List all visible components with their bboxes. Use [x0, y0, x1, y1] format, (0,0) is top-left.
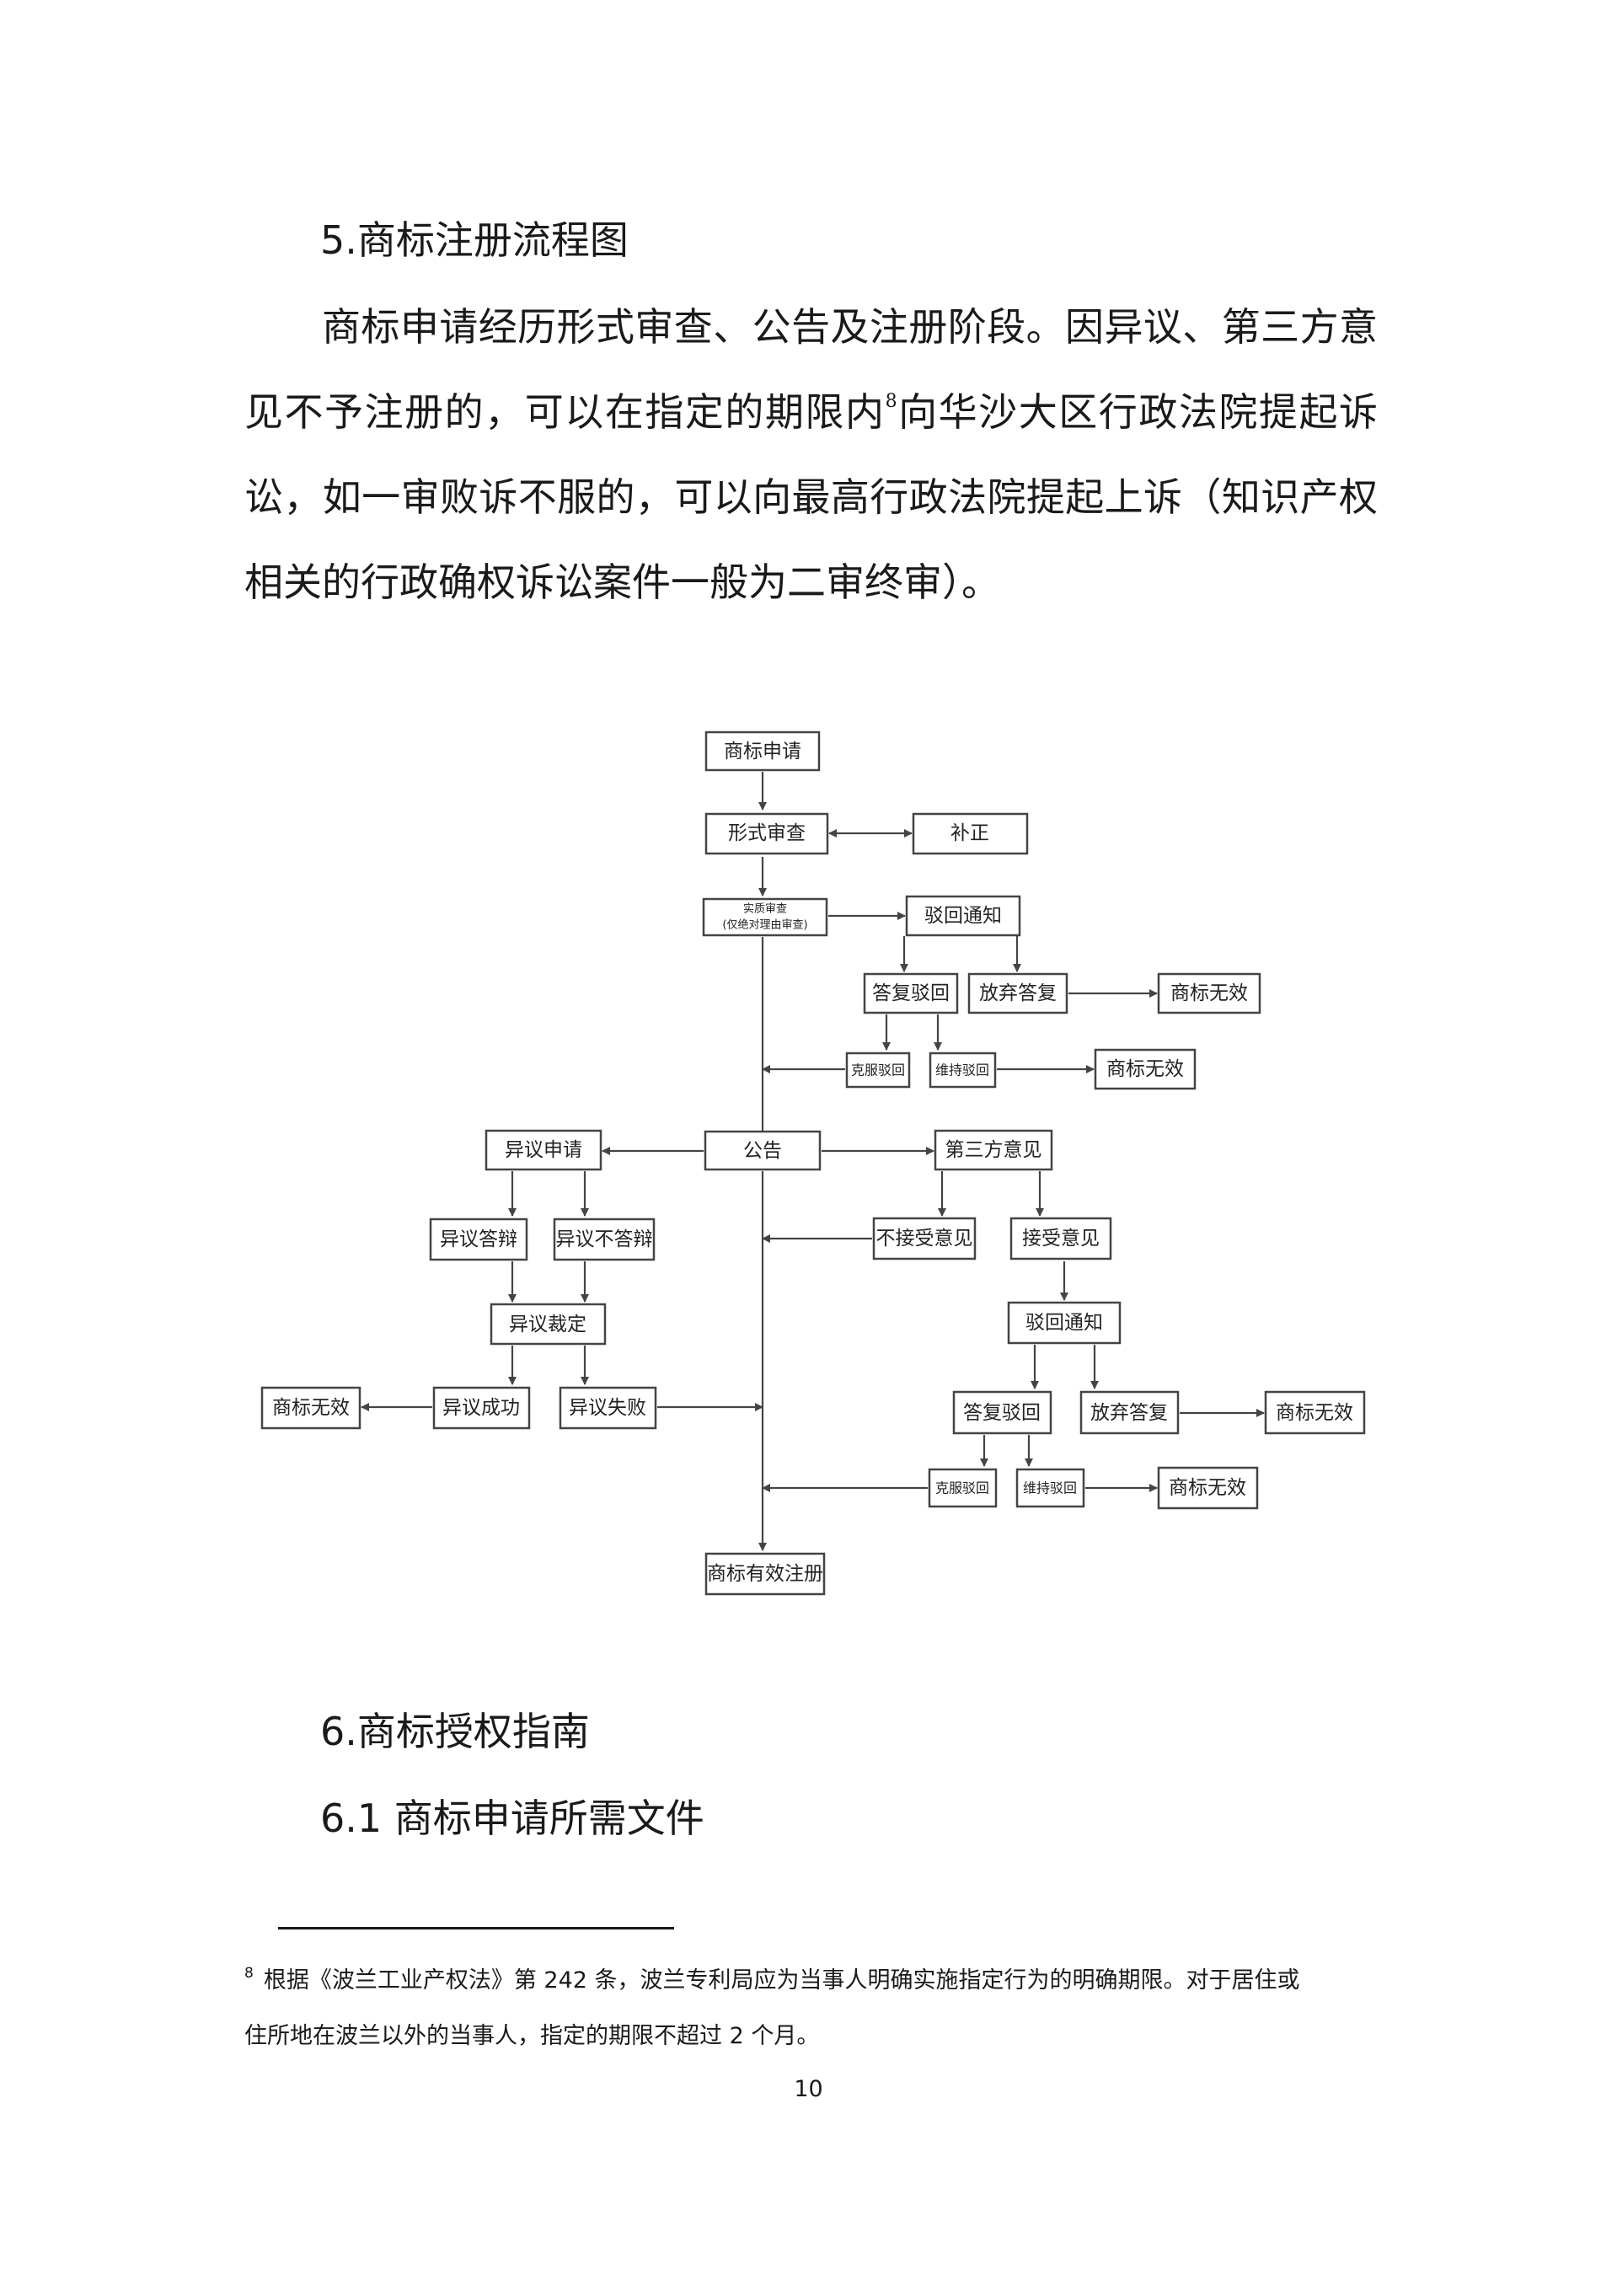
box-valid-registration-label: 商标有效注册 — [707, 1563, 823, 1585]
box-substantive-exam-label-line2: (仅绝对理由审查) — [722, 918, 807, 932]
box-correction-label: 补正 — [950, 822, 989, 844]
box-rejection-notice-1: 驳回通知 — [905, 895, 1021, 937]
box-invalid-5: 商标无效 — [1157, 1466, 1259, 1510]
box-maintain-rejection-1: 维持驳回 — [929, 1052, 997, 1089]
box-opposition-success-label: 异议成功 — [442, 1397, 520, 1419]
box-overcome-rejection-2: 克服驳回 — [928, 1468, 998, 1508]
box-abandon-reply-1-label: 放弃答复 — [979, 982, 1057, 1004]
box-rejection-notice-2: 驳回通知 — [1007, 1301, 1122, 1345]
box-overcome-rejection-2-label: 克服驳回 — [935, 1480, 989, 1496]
box-maintain-rejection-2: 维持驳回 — [1015, 1468, 1085, 1508]
box-invalid-4-label: 商标无效 — [1276, 1402, 1353, 1424]
box-substantive-exam-label-line1: 实质审查 — [743, 903, 787, 916]
box-invalid-1-label: 商标无效 — [1170, 982, 1248, 1004]
footnote-marker: 8 — [244, 1965, 254, 1982]
section-5-heading: 5.商标注册流程图 — [320, 217, 629, 263]
box-reply-rejection-1-label: 答复驳回 — [872, 982, 950, 1004]
box-opposition-no-defense-label: 异议不答辩 — [556, 1228, 653, 1250]
box-rejection-notice-1-label: 驳回通知 — [924, 905, 1002, 927]
box-abandon-reply-2-label: 放弃答复 — [1090, 1402, 1168, 1424]
box-invalid-5-label: 商标无效 — [1169, 1477, 1246, 1499]
box-application-label: 商标申请 — [724, 741, 801, 763]
box-opposition-ruling: 异议裁定 — [490, 1303, 607, 1346]
box-opposition-failure-label: 异议失败 — [569, 1397, 646, 1419]
box-accept-opinion: 接受意见 — [1009, 1217, 1112, 1260]
box-overcome-rejection-1: 克服驳回 — [845, 1052, 911, 1089]
box-opposition-no-defense: 异议不答辩 — [553, 1218, 656, 1261]
box-accept-opinion-label: 接受意见 — [1022, 1228, 1100, 1250]
box-opposition-defense-label: 异议答辩 — [440, 1228, 517, 1250]
footnote-reference[interactable]: 8 — [885, 391, 897, 412]
box-not-accept-opinion-label: 不接受意见 — [876, 1228, 973, 1250]
box-reply-rejection-2: 答复驳回 — [952, 1390, 1052, 1435]
box-application: 商标申请 — [704, 731, 821, 772]
box-overcome-rejection-1-label: 克服驳回 — [851, 1062, 905, 1078]
body-paragraph: 商标申请经历形式审查、公告及注册阶段。因异议、第三方意见不予注册的，可以在指定的… — [244, 285, 1378, 625]
box-reply-rejection-1: 答复驳回 — [863, 972, 959, 1014]
page-number: 10 — [794, 2076, 823, 2102]
box-opposition-ruling-label: 异议裁定 — [509, 1314, 586, 1335]
box-formal-exam-label: 形式审查 — [728, 822, 806, 844]
box-maintain-rejection-1-label: 维持驳回 — [935, 1062, 989, 1078]
box-publication: 公告 — [704, 1130, 822, 1171]
box-opposition-application-label: 异议申请 — [505, 1139, 582, 1161]
box-invalid-3-label: 商标无效 — [272, 1397, 350, 1419]
box-not-accept-opinion: 不接受意见 — [872, 1217, 977, 1260]
footnote-line-1: 8 根据《波兰工业产权法》第 242 条，波兰专利局应为当事人明确实施指定行为的明… — [244, 1965, 1382, 1997]
flowchart-edges — [361, 772, 1265, 1551]
box-third-party-opinion: 第三方意见 — [934, 1129, 1053, 1171]
footnote-separator — [278, 1927, 674, 1929]
box-abandon-reply-2: 放弃答复 — [1079, 1390, 1180, 1435]
box-valid-registration: 商标有效注册 — [704, 1552, 826, 1596]
box-opposition-failure: 异议失败 — [559, 1386, 657, 1430]
box-publication-label: 公告 — [743, 1140, 782, 1162]
box-third-party-opinion-label: 第三方意见 — [945, 1139, 1042, 1161]
box-opposition-defense: 异议答辩 — [429, 1218, 528, 1261]
box-reply-rejection-2-label: 答复驳回 — [963, 1402, 1041, 1424]
box-maintain-rejection-2-label: 维持驳回 — [1023, 1480, 1077, 1496]
box-opposition-application: 异议申请 — [485, 1129, 602, 1171]
box-rejection-notice-2-label: 驳回通知 — [1025, 1312, 1103, 1334]
paragraph-text-1: 商标申请经历形式审查、公告及注册阶段。因异议、第三方意见不予注册的，可以在指定的… — [244, 304, 1378, 435]
paragraph-text-2: 向华沙大区行政法院提起诉讼，如一审败诉不服的，可以向最高行政法院提起上诉（知识产… — [244, 389, 1379, 605]
section-6-1-heading: 6.1 商标申请所需文件 — [320, 1796, 704, 1841]
box-abandon-reply-1: 放弃答复 — [967, 972, 1068, 1014]
box-substantive-exam: 实质审查 (仅绝对理由审查) — [702, 897, 828, 937]
box-invalid-2: 商标无效 — [1094, 1048, 1197, 1090]
footnote-line-2: 住所地在波兰以外的当事人，指定的期限不超过 2 个月。 — [244, 2023, 820, 2049]
footnote-text-1: 根据《波兰工业产权法》第 242 条，波兰专利局应为当事人明确实施指定行为的明确… — [263, 1967, 1300, 1994]
box-formal-exam: 形式审查 — [704, 812, 829, 855]
box-invalid-2-label: 商标无效 — [1106, 1058, 1184, 1080]
section-6-heading: 6.商标授权指南 — [320, 1709, 590, 1754]
box-correction: 补正 — [912, 812, 1029, 855]
box-invalid-4: 商标无效 — [1264, 1390, 1366, 1435]
box-invalid-1: 商标无效 — [1157, 972, 1261, 1014]
box-invalid-3: 商标无效 — [260, 1386, 361, 1430]
box-opposition-success: 异议成功 — [432, 1386, 531, 1430]
